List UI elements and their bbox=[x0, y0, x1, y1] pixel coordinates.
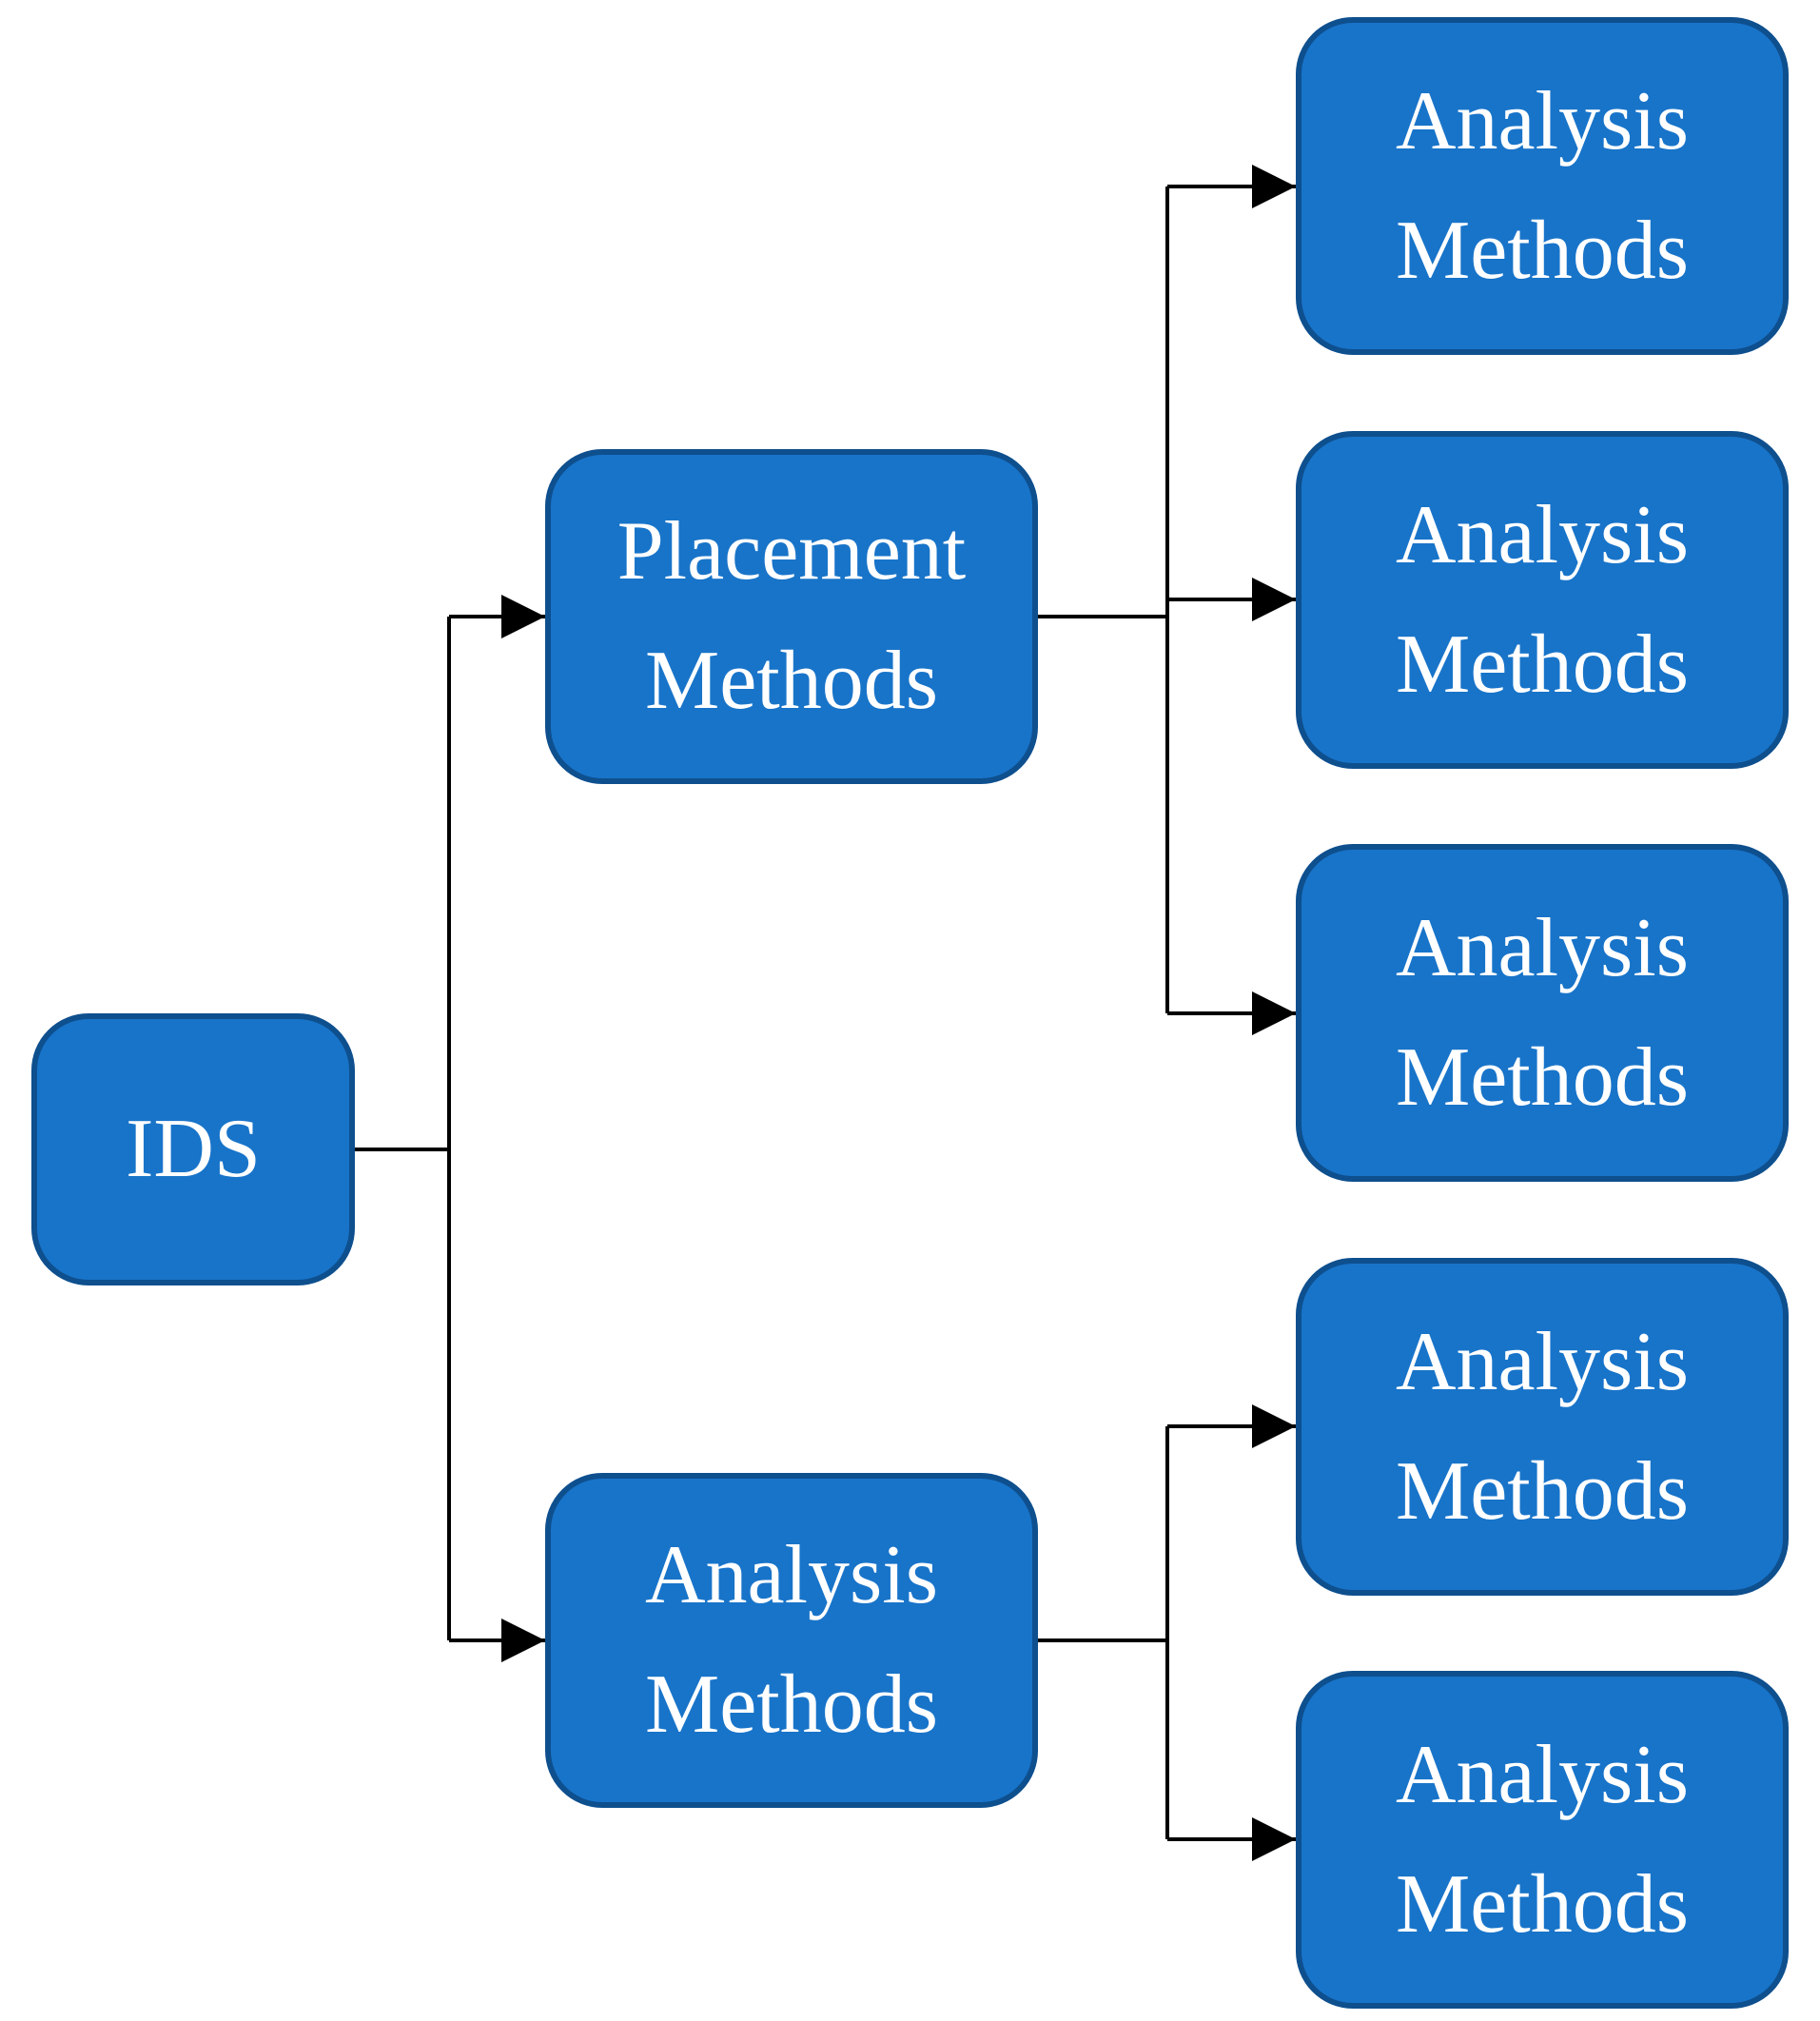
node-analysis-methods-1: Analysis Methods bbox=[1296, 17, 1789, 355]
node-analysis-methods: Analysis Methods bbox=[545, 1473, 1038, 1808]
node-label-line1: Analysis bbox=[1396, 488, 1689, 581]
node-label-line1: Analysis bbox=[1396, 1315, 1689, 1408]
node-analysis-methods-3: Analysis Methods bbox=[1296, 844, 1789, 1182]
node-label-line2: Methods bbox=[1396, 1857, 1689, 1951]
node-analysis-methods-4: Analysis Methods bbox=[1296, 1258, 1789, 1596]
node-label-line2: Methods bbox=[1396, 204, 1689, 297]
node-label-line2: Methods bbox=[1396, 1030, 1689, 1124]
node-label-line1: Analysis bbox=[1396, 74, 1689, 167]
node-label-line2: Methods bbox=[1396, 1444, 1689, 1538]
node-label-line2: Methods bbox=[645, 1658, 938, 1751]
node-ids: IDS bbox=[31, 1013, 355, 1285]
node-label-line1: Placement bbox=[616, 505, 967, 598]
node-label-line2: Methods bbox=[1396, 618, 1689, 711]
node-label-line1: Analysis bbox=[1396, 1728, 1689, 1821]
node-analysis-methods-2: Analysis Methods bbox=[1296, 431, 1789, 769]
connector-placement-trunk bbox=[1038, 186, 1169, 1013]
connector-analysis-trunk bbox=[1038, 1426, 1169, 1839]
node-ids-label: IDS bbox=[126, 1103, 261, 1195]
node-analysis-methods-5: Analysis Methods bbox=[1296, 1671, 1789, 2009]
node-label-line2: Methods bbox=[645, 635, 938, 727]
node-label-line1: Analysis bbox=[1396, 901, 1689, 994]
connector-ids-trunk bbox=[355, 617, 451, 1640]
node-label-line1: Analysis bbox=[645, 1529, 938, 1621]
node-placement-methods: Placement Methods bbox=[545, 449, 1038, 784]
